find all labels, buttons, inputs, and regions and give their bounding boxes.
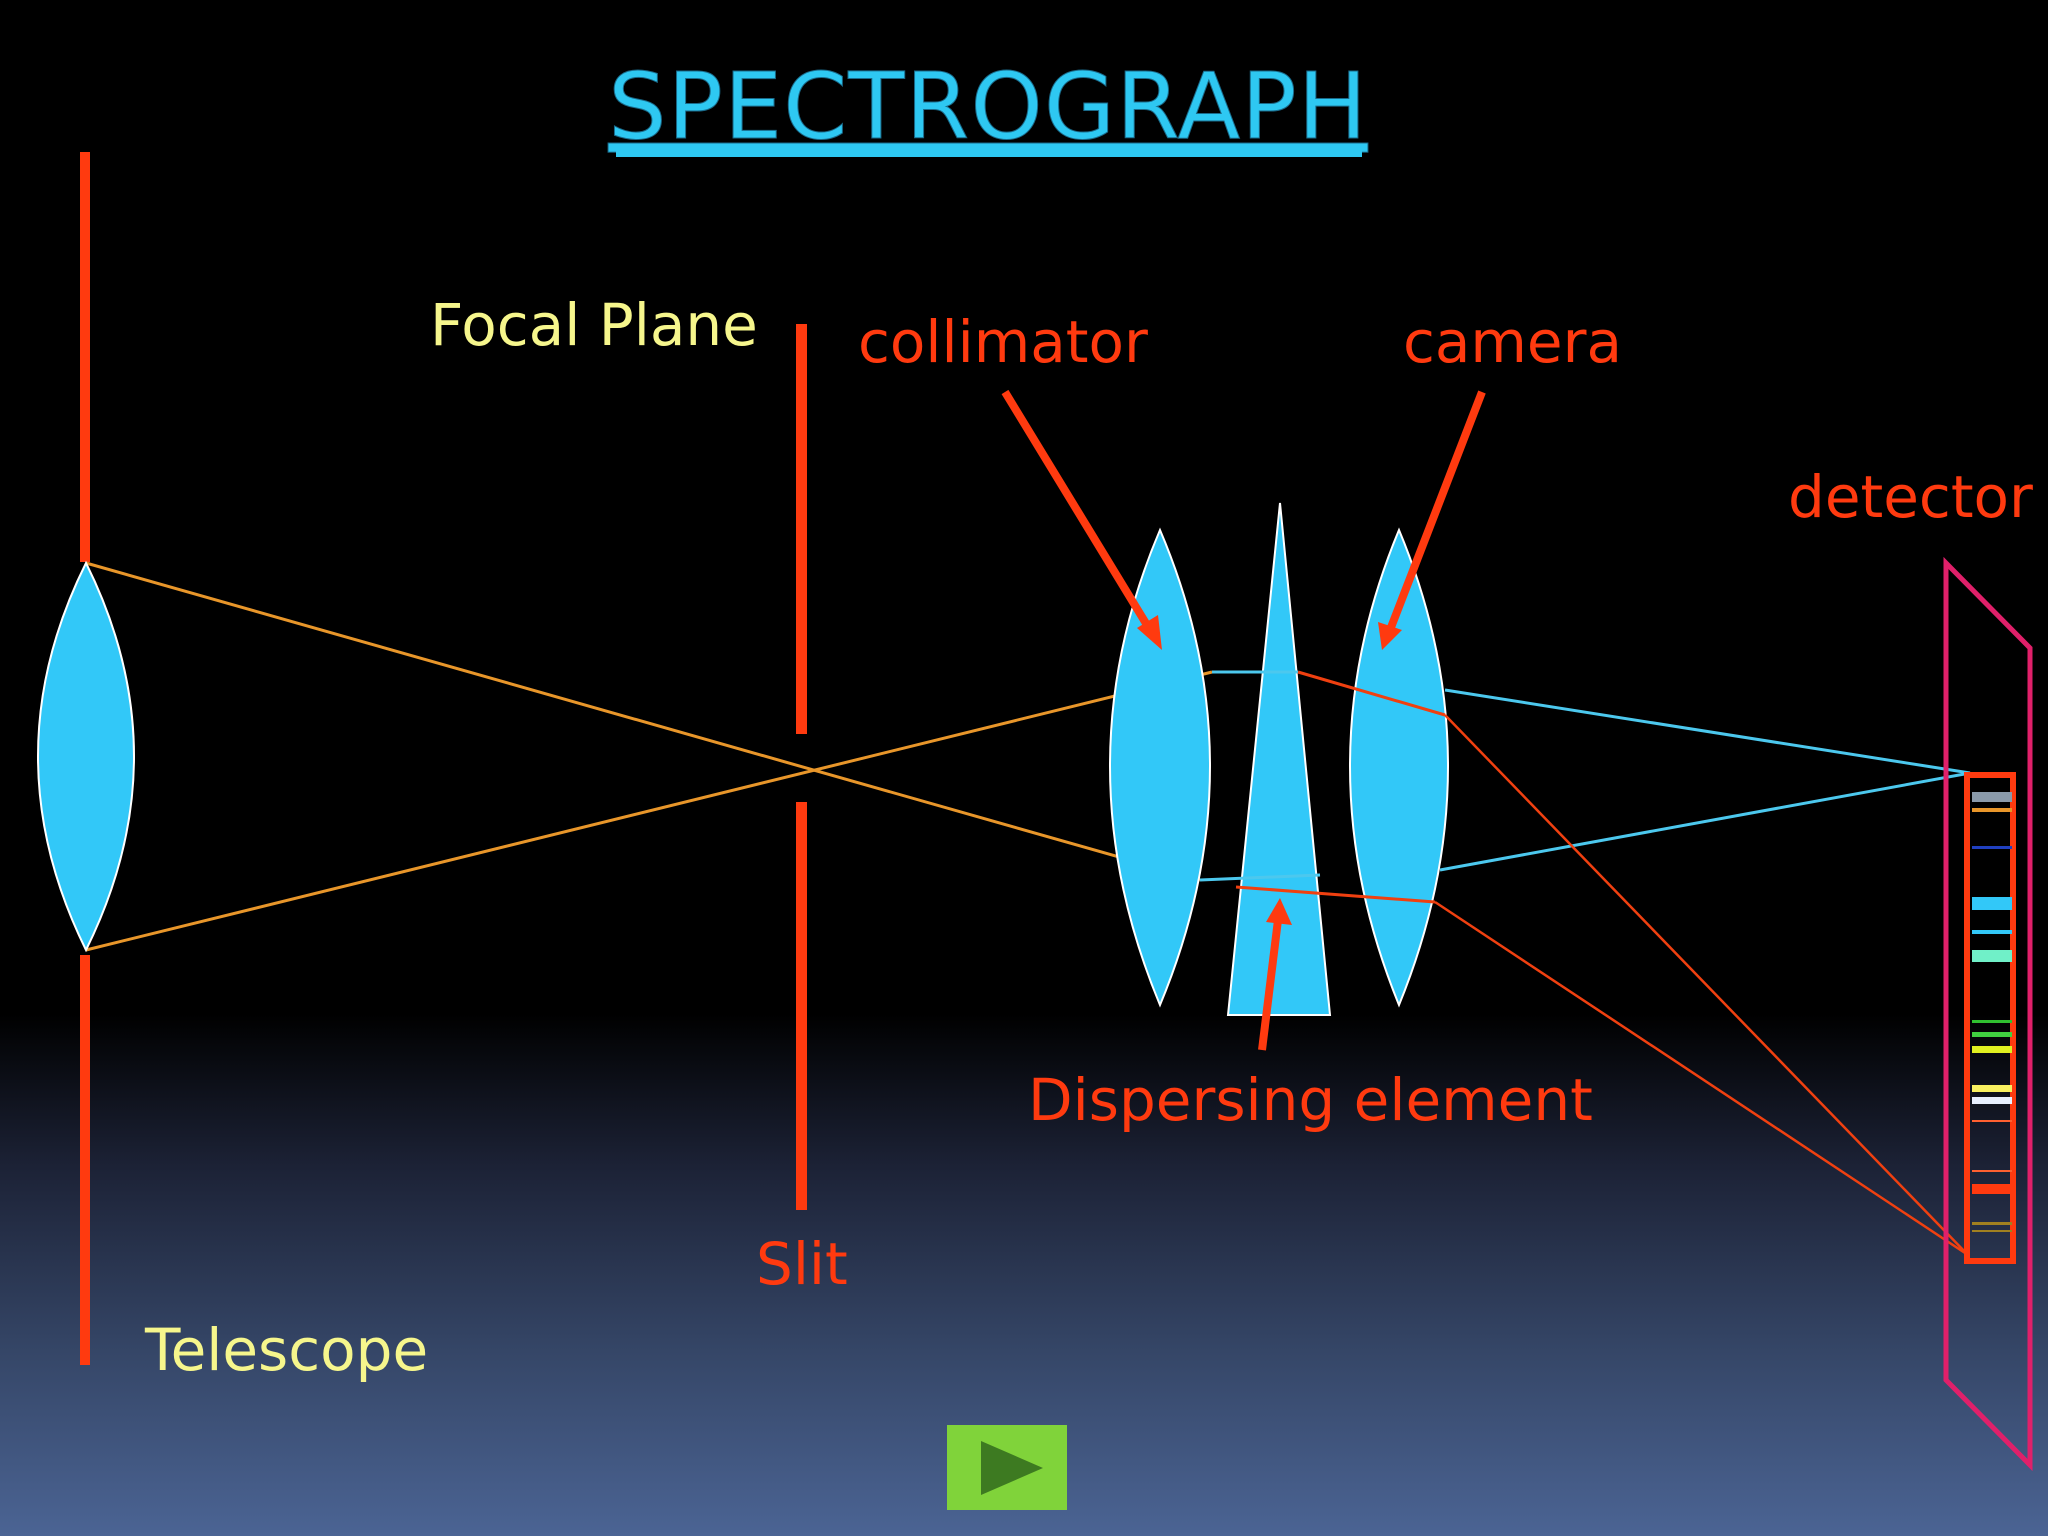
red-ray-top-segment [1297,670,1446,717]
telescope-stop-upper [80,152,90,562]
collimator-lens [1109,527,1211,1008]
prism-ray-bottom [1199,873,1321,882]
spectral-line [1972,1046,2012,1053]
arrow-head [1137,615,1162,650]
slit-bar-lower [796,802,807,1210]
camera-label: camera [1403,308,1622,376]
play-icon [981,1440,1043,1495]
camera-arrow [1378,390,1486,650]
spectral-line [1972,1020,2012,1023]
collimator-label: collimator [858,308,1148,376]
spectral-line [1972,1230,2012,1232]
telescope-ray-upper [85,561,1201,882]
arrow-shaft [1001,389,1154,633]
arrow-shaft [1258,919,1282,1051]
arrow-head [1378,622,1402,650]
telescope-label: Telescope [144,1316,428,1384]
red-ray-to-detector-upper [1444,714,1969,1256]
arrow-head [1266,898,1292,925]
spectral-line [1972,1184,2012,1194]
spectral-line [1972,950,2012,962]
arrow-shaft [1386,390,1486,632]
spectral-line [1972,1120,2012,1122]
spectral-line [1972,930,2012,934]
spectral-line [1972,792,2012,802]
dispersing-element-label: Dispersing element [1028,1066,1593,1134]
dispersing-element-arrow [1258,898,1292,1051]
camera-lens [1349,527,1449,1008]
spectral-line [1972,1097,2012,1104]
slit-bar-upper [796,324,807,734]
detector-label: detector [1788,463,2033,531]
spectral-line [1972,846,2012,849]
spectral-line [1972,1032,2012,1037]
red-ray-bottom-segment [1235,885,1436,904]
detector-strip [1964,772,2016,1264]
spectral-lines [1972,792,2012,1232]
telescope-stop-lower [80,955,90,1365]
spectral-line [1972,808,2012,812]
spectral-line [1972,1085,2012,1092]
slide-title: SPECTROGRAPH [608,53,1368,160]
spectral-line [1972,1170,2012,1172]
red-ray-to-detector-lower [1434,900,1969,1257]
blue-ray-to-detector-lower [1439,771,1971,872]
focal-plane-label: Focal Plane [430,291,758,359]
slit-label: Slit [756,1230,848,1298]
collimator-arrow [1001,389,1162,650]
spectral-line [1972,897,2012,910]
telescope-lens [37,560,135,953]
telescope-ray-lower [85,670,1213,952]
spectral-line [1972,1222,2012,1225]
blue-ray-to-detector-upper [1444,688,1971,775]
detector-frame [1943,556,2033,1472]
play-button[interactable] [947,1425,1067,1510]
